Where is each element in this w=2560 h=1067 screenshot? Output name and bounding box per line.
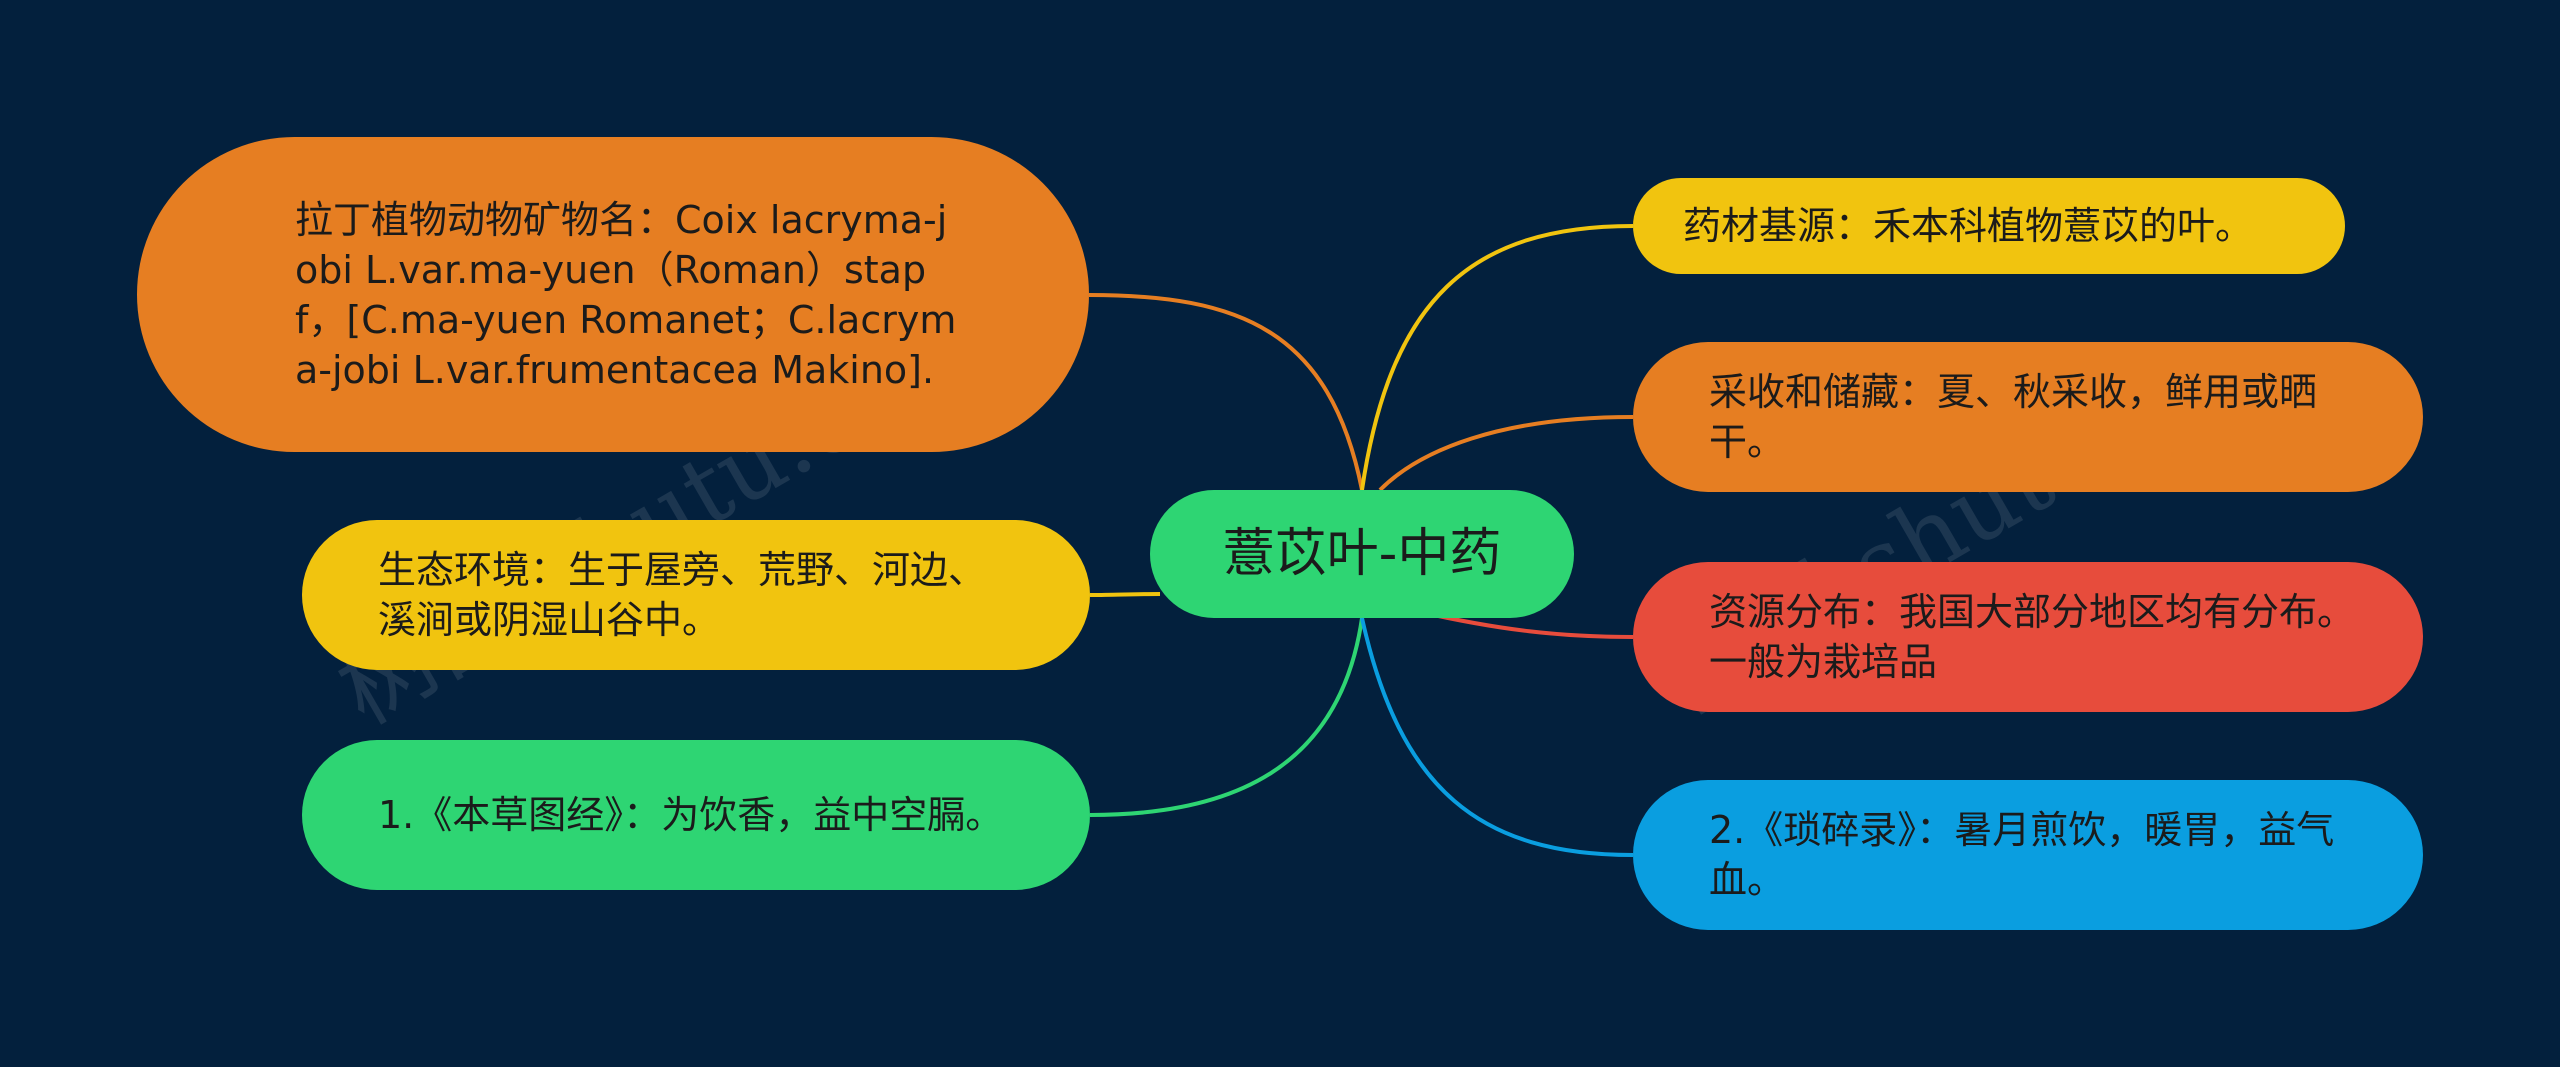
topic-suisuilu[interactable]: 2.《琐碎录》：暑月煎饮，暖胃，益气血。 [1633,780,2423,930]
topic-ecology-label: 生态环境：生于屋旁、荒野、河边、溪涧或阴湿山谷中。 [378,548,987,642]
connector-latin [1088,293,1364,491]
connector-sui [1360,617,1634,857]
connector-dist [1419,610,1634,639]
topic-bencao-tujing-label: 1.《本草图经》：为饮香，益中空膈。 [378,793,1004,837]
topic-ecology[interactable]: 生态环境：生于屋旁、荒野、河边、溪涧或阴湿山谷中。 [302,520,1090,670]
connector-eco [1089,592,1161,597]
topic-latin-name-label: 拉丁植物动物矿物名：Coix lacryma-jobi L.var.ma-yue… [295,197,957,392]
topic-harvest[interactable]: 采收和储藏：夏、秋采收，鲜用或晒干。 [1633,342,2423,492]
connector-src [1360,224,1634,491]
topic-source[interactable]: 药材基源：禾本科植物薏苡的叶。 [1633,178,2345,274]
topic-distribution-label: 资源分布：我国大部分地区均有分布。一般为栽培品 [1709,590,2356,684]
topic-source-label: 药材基源：禾本科植物薏苡的叶。 [1683,204,2254,248]
connector-harv [1378,415,1634,492]
topic-distribution[interactable]: 资源分布：我国大部分地区均有分布。一般为栽培品 [1633,562,2423,712]
central-topic[interactable]: 薏苡叶-中药 [1150,490,1574,618]
topic-harvest-label: 采收和储藏：夏、秋采收，鲜用或晒干。 [1709,370,2318,464]
connector-bcg [1089,617,1364,817]
central-topic-label: 薏苡叶-中药 [1222,524,1502,584]
topic-latin-name[interactable]: 拉丁植物动物矿物名：Coix lacryma-jobi L.var.ma-yue… [137,137,1089,452]
topic-suisuilu-label: 2.《琐碎录》：暑月煎饮，暖胃，益气血。 [1709,808,2335,902]
topic-bencao-tujing[interactable]: 1.《本草图经》：为饮香，益中空膈。 [302,740,1090,890]
